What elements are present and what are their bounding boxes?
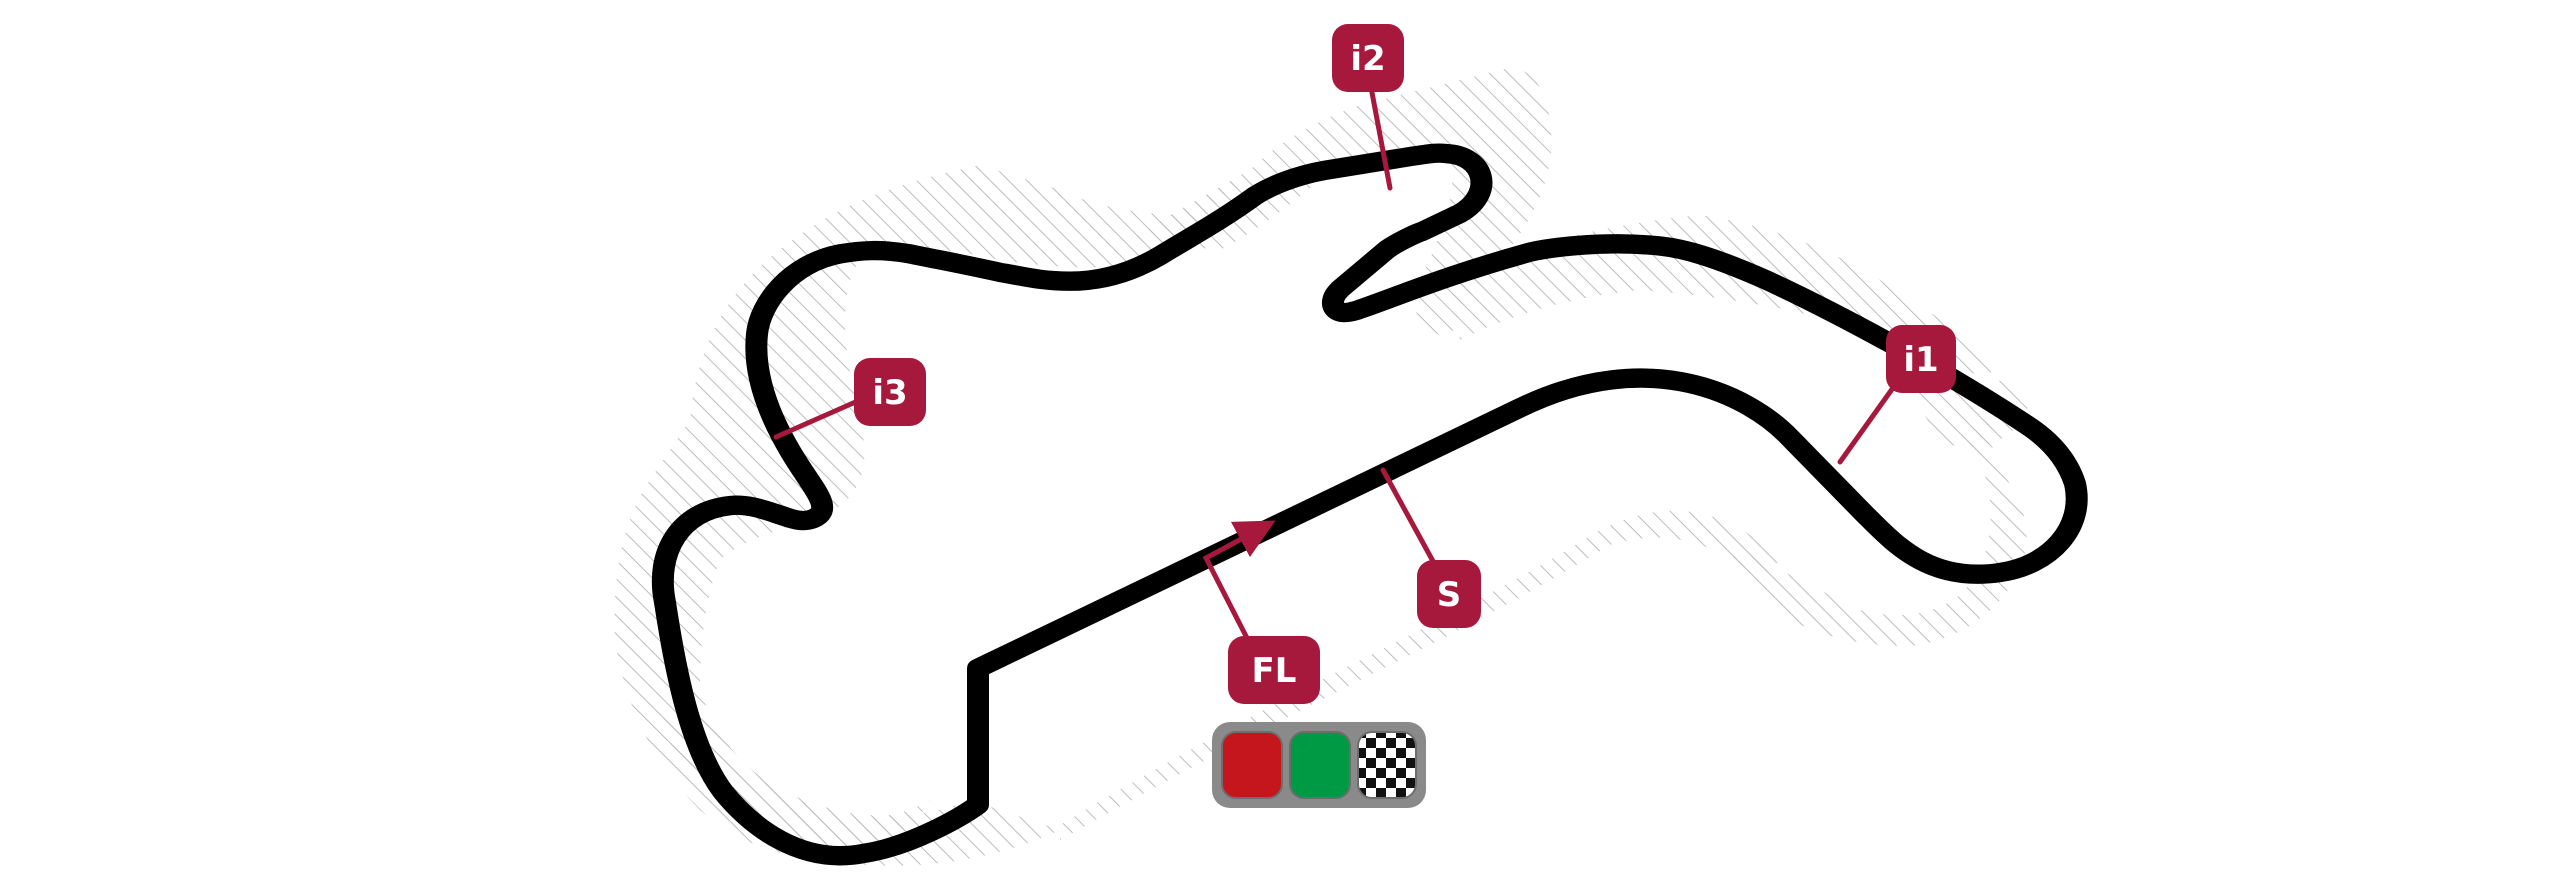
- i2-label: i2: [1350, 39, 1385, 79]
- finish-line-label: FL: [1252, 651, 1297, 691]
- marker-ticks: [773, 79, 1898, 643]
- start-tick: [1380, 467, 1443, 577]
- marker-start: S: [1417, 560, 1481, 628]
- checkered-flag-icon: [1357, 731, 1417, 799]
- start-lights: [1212, 722, 1426, 808]
- start-badge: [1417, 560, 1481, 628]
- track: [651, 143, 2088, 866]
- i1-tick: [1837, 382, 1898, 465]
- runoff-west: [614, 165, 1250, 859]
- i2-badge: [1332, 24, 1404, 92]
- i3-label: i3: [872, 373, 907, 413]
- runoff-south: [1060, 510, 1780, 840]
- marker-i2: i2: [1332, 24, 1404, 92]
- marker-i3: i3: [854, 358, 926, 426]
- runoff-southeast: [1890, 360, 2028, 450]
- finish-line-badge: [1228, 636, 1320, 704]
- runoff-east: [1450, 215, 2000, 374]
- marker-i1: i1: [1886, 325, 1956, 393]
- i3-tick: [773, 397, 863, 440]
- red-light: [1221, 731, 1283, 799]
- start-label: S: [1437, 575, 1462, 615]
- i2-tick: [1367, 79, 1393, 191]
- i1-badge: [1886, 325, 1956, 393]
- i3-badge: [854, 358, 926, 426]
- finish-line-tick: [1202, 520, 1276, 643]
- i1-label: i1: [1903, 340, 1938, 380]
- marker-finish-line: FL: [1228, 636, 1320, 704]
- green-light: [1289, 731, 1351, 799]
